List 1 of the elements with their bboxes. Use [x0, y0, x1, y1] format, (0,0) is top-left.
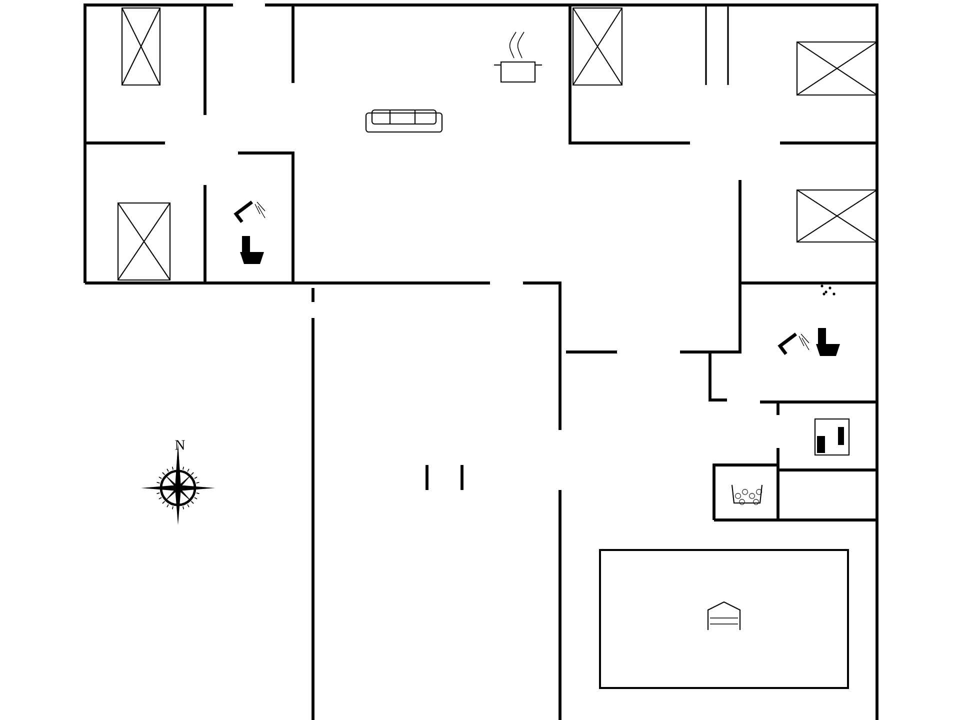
north-label: N [175, 440, 185, 450]
